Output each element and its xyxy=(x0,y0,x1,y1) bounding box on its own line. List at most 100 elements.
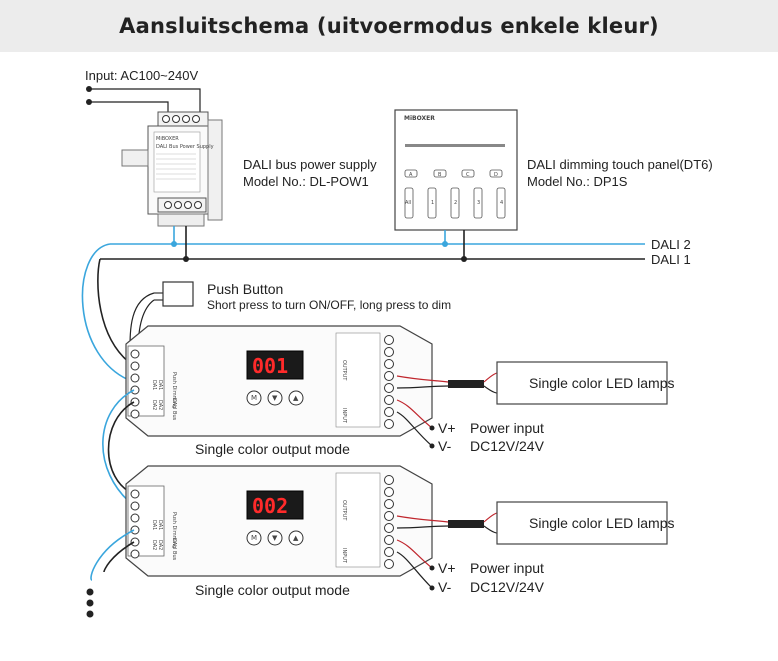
ctrl1-lamp-box xyxy=(496,361,668,405)
ctrl2-up-button[interactable] xyxy=(288,530,304,546)
ctrl1-power-spec: DC12V/24V xyxy=(470,438,545,454)
panel-slider-1[interactable] xyxy=(427,187,437,219)
controller-2: Push Dimming DALI Bus DA1 DA1 DA2 DA2 00… xyxy=(125,465,433,577)
ctrl1-mode-button[interactable] xyxy=(246,390,262,406)
psu-name: DALI bus power supply xyxy=(243,157,377,172)
ctrl1-mode-label-text: Single color output mode xyxy=(195,441,350,457)
panel-slider-3[interactable] xyxy=(473,187,483,219)
ctrl1-push-text: Push Dimming xyxy=(171,372,177,408)
dali2-label: DALI 2 xyxy=(651,237,691,252)
ctrl2-terminal-4: DA2 xyxy=(157,540,163,550)
ctrl2-vminus: V- xyxy=(438,579,452,595)
ctrl2-terminal-2: DA1 xyxy=(157,520,163,530)
psu-model: Model No.: DL-POW1 xyxy=(243,174,369,189)
dali1-label: DALI 1 xyxy=(651,252,691,267)
ctrl1-side-text: DALI Bus xyxy=(171,398,177,421)
ctrl1-output-screws xyxy=(384,335,394,429)
panel-slider-4[interactable] xyxy=(496,187,506,219)
psu-panel-title: DALI Bus Power Supply xyxy=(156,144,214,150)
ctrl1-power-title: Power input xyxy=(470,420,544,436)
ctrl2-output-label: OUTPUT xyxy=(341,500,347,521)
touch-panel: MiBOXER A B C D All 1 2 3 4 xyxy=(394,109,518,231)
psu-brand: MiBOXER xyxy=(156,136,179,142)
panel-button-b[interactable] xyxy=(433,169,447,178)
ctrl2-output-screws xyxy=(384,475,394,569)
ctrl2-lamps-label: Single color LED lamps xyxy=(529,515,675,531)
panel-button-a-label: A xyxy=(409,172,413,178)
panel-slider-2[interactable] xyxy=(450,187,460,219)
ctrl2-input-label: INPUT xyxy=(341,548,347,564)
panel-slider-1-label: 1 xyxy=(431,200,434,206)
ctrl2-terminal-3: DA2 xyxy=(151,540,157,550)
panel-name: DALI dimming touch panel(DT6) xyxy=(527,157,713,172)
panel-button-d-label: D xyxy=(494,172,498,178)
ctrl2-power-title: Power input xyxy=(470,560,544,576)
ctrl2-vplus-wire xyxy=(396,539,433,569)
panel-slider-all[interactable] xyxy=(404,187,414,219)
ctrl2-vminus-wire xyxy=(396,551,433,589)
ctrl2-out-black xyxy=(396,525,449,529)
ctrl1-terminal-screws xyxy=(130,349,140,419)
ctrl1-terminal-3: DA2 xyxy=(151,400,157,410)
dali1-to-ctrl1 xyxy=(97,258,135,367)
panel-button-d[interactable] xyxy=(489,169,503,178)
junction-panel-dali2 xyxy=(442,241,448,247)
ctrl2-mode-label-text: Single color output mode xyxy=(195,582,350,598)
input-wire-n xyxy=(89,101,169,112)
ctrl1-lamps-label: Single color LED lamps xyxy=(529,375,675,391)
ctrl1-mode-label: M xyxy=(251,394,257,402)
ctrl2-up-label: ▲ xyxy=(293,534,299,542)
panel-model: Model No.: DP1S xyxy=(527,174,628,189)
ctrl2-power-spec: DC12V/24V xyxy=(470,579,545,595)
ctrl1-down-label: ▼ xyxy=(272,394,278,402)
dali2-to-ctrl1 xyxy=(81,243,135,383)
ctrl2-display xyxy=(246,490,304,520)
dali1-continue xyxy=(103,541,135,573)
ctrl2-terminal-screws xyxy=(130,489,140,559)
ctrl2-display-value: 002 xyxy=(252,494,288,518)
power-supply-module: MiBOXER DALI Bus Power Supply xyxy=(121,111,223,227)
panel-button-c[interactable] xyxy=(461,169,475,178)
ctrl2-down-label: ▼ xyxy=(272,534,278,542)
ctrl1-display-value: 001 xyxy=(252,354,288,378)
ctrl1-input-label: INPUT xyxy=(341,408,347,424)
push-button-box[interactable] xyxy=(162,281,194,307)
ctrl1-up-label: ▲ xyxy=(293,394,299,402)
ctrl2-mode-label: M xyxy=(251,534,257,542)
ctrl2-vplus: V+ xyxy=(438,560,456,576)
ctrl1-down-button[interactable] xyxy=(267,390,283,406)
panel-scene-buttons: A B C D xyxy=(404,169,503,178)
push-button-desc: Short press to turn ON/OFF, long press t… xyxy=(207,298,451,312)
input-wire-l xyxy=(89,88,201,112)
ctrl1-terminal-4: DA2 xyxy=(157,400,163,410)
ctrl2-mode-button[interactable] xyxy=(246,530,262,546)
dali2-continue xyxy=(90,529,135,581)
ctrl1-output-label: OUTPUT xyxy=(341,360,347,381)
continuation-dots xyxy=(86,588,94,618)
panel-button-a[interactable] xyxy=(404,169,418,178)
panel-button-b-label: B xyxy=(438,172,442,178)
ctrl1-vminus-wire xyxy=(396,411,433,447)
junction-panel-dali1 xyxy=(461,256,467,262)
ctrl1-out-black xyxy=(396,385,449,389)
ctrl1-out-red xyxy=(396,375,449,383)
ctrl1-vplus: V+ xyxy=(438,420,456,436)
ctrl2-cable xyxy=(448,520,484,528)
ctrl1-terminal-1: DA1 xyxy=(151,380,157,390)
panel-slider-4-label: 4 xyxy=(500,200,503,206)
junction-psu-dali2 xyxy=(171,241,177,247)
push-button-label: Push Button xyxy=(207,281,283,297)
dali1-ctrl1-to-ctrl2 xyxy=(107,401,135,495)
ctrl1-display xyxy=(246,350,304,380)
panel-channel-sliders: All 1 2 3 4 xyxy=(404,187,506,219)
controller-1: Push Dimming DALI Bus DA1 DA1 DA2 DA2 00… xyxy=(125,325,433,437)
ctrl1-vplus-wire xyxy=(396,399,433,429)
ctrl2-out-red xyxy=(396,515,449,523)
ctrl1-up-button[interactable] xyxy=(288,390,304,406)
panel-button-c-label: C xyxy=(466,172,470,178)
ctrl2-lamp-box xyxy=(496,501,668,545)
ctrl2-push-text: Push Dimming xyxy=(171,512,177,548)
ctrl2-down-button[interactable] xyxy=(267,530,283,546)
panel-slider-all-label: All xyxy=(405,200,411,206)
